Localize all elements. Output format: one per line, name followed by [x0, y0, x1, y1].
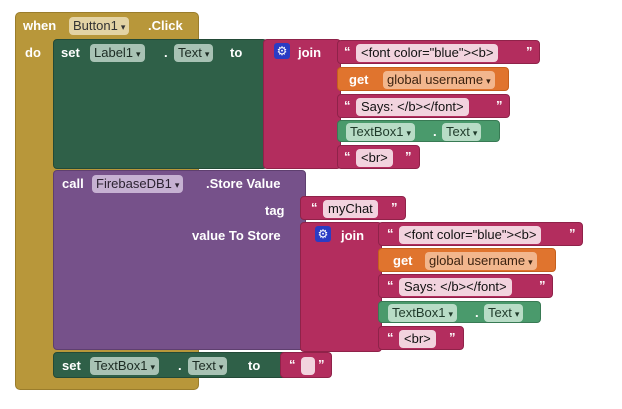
- chevron-down-icon: ▾: [218, 362, 224, 372]
- text-value[interactable]: <font color="blue"><b>: [399, 226, 542, 244]
- set-textbox1-text-block[interactable]: set TextBox1▾ . Text▾ to: [53, 352, 288, 378]
- gear-icon[interactable]: ⚙: [274, 43, 290, 59]
- text-block[interactable]: “ Says: </b></font> ”: [337, 94, 510, 118]
- event-component-dropdown[interactable]: Button1▾: [69, 17, 130, 35]
- text-block[interactable]: “ <font color="blue"><b> ”: [378, 222, 583, 246]
- set-keyword: set: [61, 45, 80, 60]
- component-dropdown[interactable]: TextBox1▾: [346, 123, 416, 141]
- set2-component-label: TextBox1: [94, 358, 148, 373]
- component-label: TextBox1: [350, 124, 404, 139]
- value-to-store-label: value To Store: [192, 228, 281, 243]
- quote-open: “: [387, 226, 394, 241]
- chevron-down-icon: ▾: [204, 49, 210, 59]
- quote-open: “: [311, 200, 318, 215]
- text-value[interactable]: Says: </b></font>: [356, 98, 469, 116]
- call-component-dropdown[interactable]: FirebaseDB1▾: [92, 175, 184, 193]
- set1-property-dropdown[interactable]: Text▾: [174, 44, 214, 62]
- text-block[interactable]: “ Says: </b></font> ”: [378, 274, 553, 298]
- quote-close: ”: [318, 357, 325, 372]
- component-dot: .: [475, 305, 479, 320]
- tag-text-block[interactable]: “ myChat ”: [300, 196, 406, 220]
- quote-close: ”: [449, 330, 456, 345]
- property-dropdown[interactable]: Text▾: [442, 123, 482, 141]
- chevron-down-icon: ▾: [120, 22, 126, 32]
- set1-dot: .: [164, 45, 168, 60]
- gear-icon[interactable]: ⚙: [315, 226, 331, 242]
- chevron-down-icon: ▾: [150, 362, 156, 372]
- text-block[interactable]: “ <br> ”: [337, 145, 420, 169]
- join-block-1[interactable]: ⚙ join: [263, 39, 341, 169]
- quote-open: “: [387, 278, 394, 293]
- text-value[interactable]: <br>: [399, 330, 436, 348]
- set2-component-dropdown[interactable]: TextBox1▾: [90, 357, 160, 375]
- variable-name: global username: [429, 253, 526, 268]
- get-variable-block[interactable]: get global username▾: [337, 67, 509, 91]
- chevron-down-icon: ▾: [486, 76, 491, 86]
- quote-open: “: [387, 330, 394, 345]
- do-keyword: do: [25, 45, 41, 60]
- chevron-down-icon: ▾: [406, 128, 412, 138]
- property-label: Text: [446, 124, 470, 139]
- quote-close: ”: [405, 149, 412, 164]
- join-block-2[interactable]: ⚙ join: [300, 222, 382, 352]
- variable-dropdown[interactable]: global username▾: [425, 252, 537, 270]
- when-keyword: when: [23, 18, 57, 33]
- set2-to-keyword: to: [248, 358, 261, 373]
- component-dropdown[interactable]: TextBox1▾: [388, 304, 458, 322]
- chevron-down-icon: ▾: [472, 128, 478, 138]
- event-component-label: Button1: [73, 18, 118, 33]
- text-value[interactable]: Says: </b></font>: [399, 278, 512, 296]
- quote-close: ”: [526, 44, 533, 59]
- empty-text-value[interactable]: [301, 357, 315, 375]
- text-value[interactable]: <br>: [356, 149, 393, 167]
- quote-open: “: [344, 44, 351, 59]
- call-firebase-store-value-block[interactable]: call FirebaseDB1▾ .Store Value tag value…: [53, 170, 306, 350]
- set1-to-keyword: to: [230, 45, 243, 60]
- get-variable-block[interactable]: get global username▾: [378, 248, 556, 272]
- get-keyword: get: [349, 72, 369, 87]
- event-name: .Click: [148, 18, 183, 33]
- component-property-block[interactable]: TextBox1▾ . Text▾: [337, 120, 500, 142]
- call-component-label: FirebaseDB1: [96, 176, 172, 191]
- tag-label: tag: [265, 203, 285, 218]
- text-value[interactable]: <font color="blue"><b>: [356, 44, 499, 62]
- component-label: TextBox1: [392, 305, 446, 320]
- text-block[interactable]: “ <font color="blue"><b> ”: [337, 40, 540, 64]
- join-label: join: [298, 45, 322, 60]
- set2-property-label: Text: [192, 358, 216, 373]
- tag-text-value[interactable]: myChat: [323, 200, 378, 218]
- call-keyword: call: [62, 176, 84, 191]
- quote-close: ”: [539, 278, 546, 293]
- quote-close: ”: [569, 226, 576, 241]
- quote-open: “: [289, 357, 296, 372]
- variable-dropdown[interactable]: global username▾: [383, 71, 495, 89]
- set1-component-dropdown[interactable]: Label1▾: [90, 44, 145, 62]
- empty-text-block[interactable]: “ ”: [280, 352, 332, 378]
- set-keyword: set: [62, 358, 81, 373]
- variable-name: global username: [387, 72, 484, 87]
- get-keyword: get: [393, 253, 413, 268]
- component-property-block[interactable]: TextBox1▾ . Text▾: [378, 301, 541, 323]
- set-label1-text-block[interactable]: set Label1▾ . Text▾ to: [53, 39, 267, 169]
- text-block[interactable]: “ <br> ”: [378, 326, 464, 350]
- call-method-name: .Store Value: [206, 176, 281, 191]
- quote-close: ”: [496, 98, 503, 113]
- property-dropdown[interactable]: Text▾: [484, 304, 524, 322]
- chevron-down-icon: ▾: [448, 309, 454, 319]
- set2-property-dropdown[interactable]: Text▾: [188, 357, 228, 375]
- chevron-down-icon: ▾: [514, 309, 520, 319]
- quote-open: “: [344, 98, 351, 113]
- chevron-down-icon: ▾: [136, 49, 141, 59]
- set2-dot: .: [178, 358, 182, 373]
- chevron-down-icon: ▾: [528, 257, 533, 267]
- quote-close: ”: [391, 200, 398, 215]
- component-dot: .: [433, 124, 437, 139]
- set1-component-label: Label1: [94, 45, 134, 60]
- property-label: Text: [488, 305, 512, 320]
- join-label: join: [341, 228, 365, 243]
- quote-open: “: [344, 149, 351, 164]
- chevron-down-icon: ▾: [174, 180, 180, 190]
- set1-property-label: Text: [178, 45, 202, 60]
